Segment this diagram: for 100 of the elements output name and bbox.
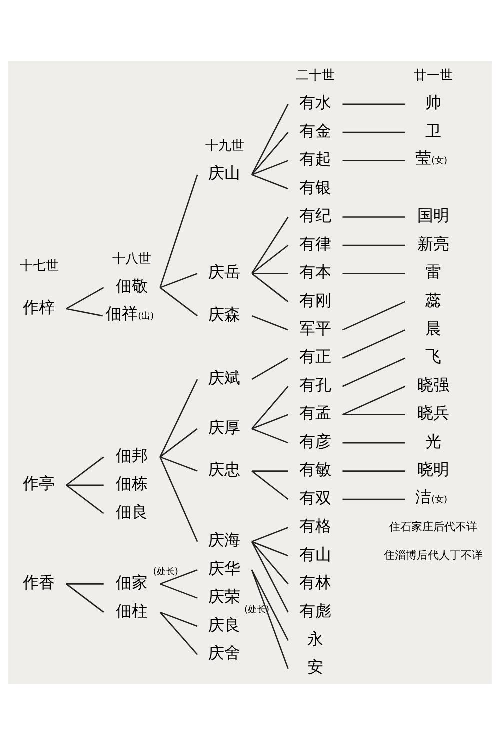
node-text: 有刚 (299, 290, 332, 310)
connector (160, 612, 198, 655)
node-text: 国明 (417, 206, 450, 225)
node-text: 晨 (425, 318, 442, 338)
node-text: 军平 (299, 318, 332, 338)
connector (342, 300, 406, 330)
connector (251, 541, 289, 612)
connector (160, 428, 198, 458)
connector (66, 286, 104, 310)
node-text: 蕊 (425, 290, 442, 310)
node-text: 有格 (299, 516, 332, 536)
node-text: 帅 (425, 92, 442, 112)
connector (160, 286, 198, 316)
node-text: 有纪 (299, 206, 332, 225)
connector (252, 314, 289, 330)
connector (252, 540, 289, 556)
node-label: (女) (431, 494, 448, 505)
connector (252, 414, 289, 430)
connector (252, 272, 289, 302)
connector (342, 470, 406, 472)
node-text: 有银 (299, 177, 332, 196)
node-text: 作香 (23, 572, 56, 592)
connector (342, 272, 406, 274)
node-text: 飞 (425, 346, 442, 366)
label: 住石家庄后代不详 (389, 520, 478, 534)
node-text: 佃栋 (116, 474, 148, 493)
label: 十九世 (205, 138, 244, 154)
connector (252, 470, 288, 472)
node-label: (出) (138, 311, 154, 322)
node-text: 庆岳 (208, 262, 241, 282)
node-text: 庆华 (208, 558, 241, 578)
node-text: 卫 (425, 120, 442, 140)
label: 廿一世 (414, 68, 453, 84)
connector (66, 308, 103, 316)
node-text: 有金 (299, 120, 332, 140)
node-text: 佃家 (116, 572, 148, 592)
node-text: 莹 (415, 148, 432, 168)
node-text: 有彦 (299, 431, 332, 450)
connector (342, 414, 406, 415)
connector (160, 568, 198, 584)
node-text: 庆厚 (208, 417, 241, 436)
node-text: 有林 (299, 572, 332, 592)
node-text: 庆舍 (208, 643, 241, 662)
connector (66, 456, 104, 486)
node-text: 有山 (299, 544, 332, 564)
node-text: 雷 (425, 262, 442, 282)
connector (342, 103, 406, 104)
connector (160, 456, 198, 542)
node-text: 有敏 (299, 460, 332, 479)
connector (252, 540, 289, 584)
connector (342, 442, 406, 444)
node-text: 新亮 (417, 234, 450, 253)
connector (251, 569, 289, 669)
label: 住淄博后代人丁不详 (384, 548, 483, 562)
connector (342, 160, 406, 161)
connector (66, 583, 104, 584)
connector (342, 131, 406, 133)
node-text: 佃祥 (106, 303, 138, 322)
connector (252, 244, 289, 274)
connector (66, 583, 104, 612)
node-text: 光 (425, 431, 442, 450)
connector (66, 484, 104, 514)
node-text: 永 (307, 628, 324, 648)
label: 十八世 (112, 252, 152, 267)
connector (160, 272, 198, 288)
node-text: 庆山 (208, 163, 241, 182)
label: 二十世 (296, 68, 336, 84)
node-text: 佃柱 (116, 600, 148, 620)
connector (66, 484, 104, 486)
connector (160, 456, 198, 472)
node-label: (女) (431, 156, 448, 166)
node-text: 佃邦 (116, 446, 148, 465)
node-text: 有起 (299, 149, 332, 168)
node-text: 庆良 (208, 614, 241, 634)
connector (342, 498, 406, 500)
connector (252, 160, 289, 176)
connector (252, 272, 288, 274)
connector (160, 611, 198, 627)
node-text: 佃良 (116, 502, 148, 521)
edge-label: (处长) (153, 566, 178, 577)
connector (160, 583, 198, 598)
node-text: 晓明 (417, 460, 450, 479)
node-text: 有孔 (299, 374, 332, 394)
node-text: 晓强 (417, 374, 450, 394)
node-text: 有孟 (299, 403, 332, 422)
connector (342, 329, 406, 358)
connector (160, 378, 198, 457)
node-text: 有彪 (299, 600, 332, 620)
node-text: 庆斌 (208, 368, 241, 387)
connector (342, 216, 406, 218)
connector (342, 244, 406, 246)
connector (342, 386, 406, 415)
node-text: 佃敬 (116, 276, 148, 296)
node-text: 有正 (299, 346, 332, 366)
node-text: 作亭 (23, 474, 56, 493)
node-text: 庆森 (208, 304, 241, 324)
connector (342, 357, 406, 387)
label: 十七世 (20, 258, 59, 274)
connector (251, 569, 289, 640)
node-text: 有律 (299, 234, 332, 253)
